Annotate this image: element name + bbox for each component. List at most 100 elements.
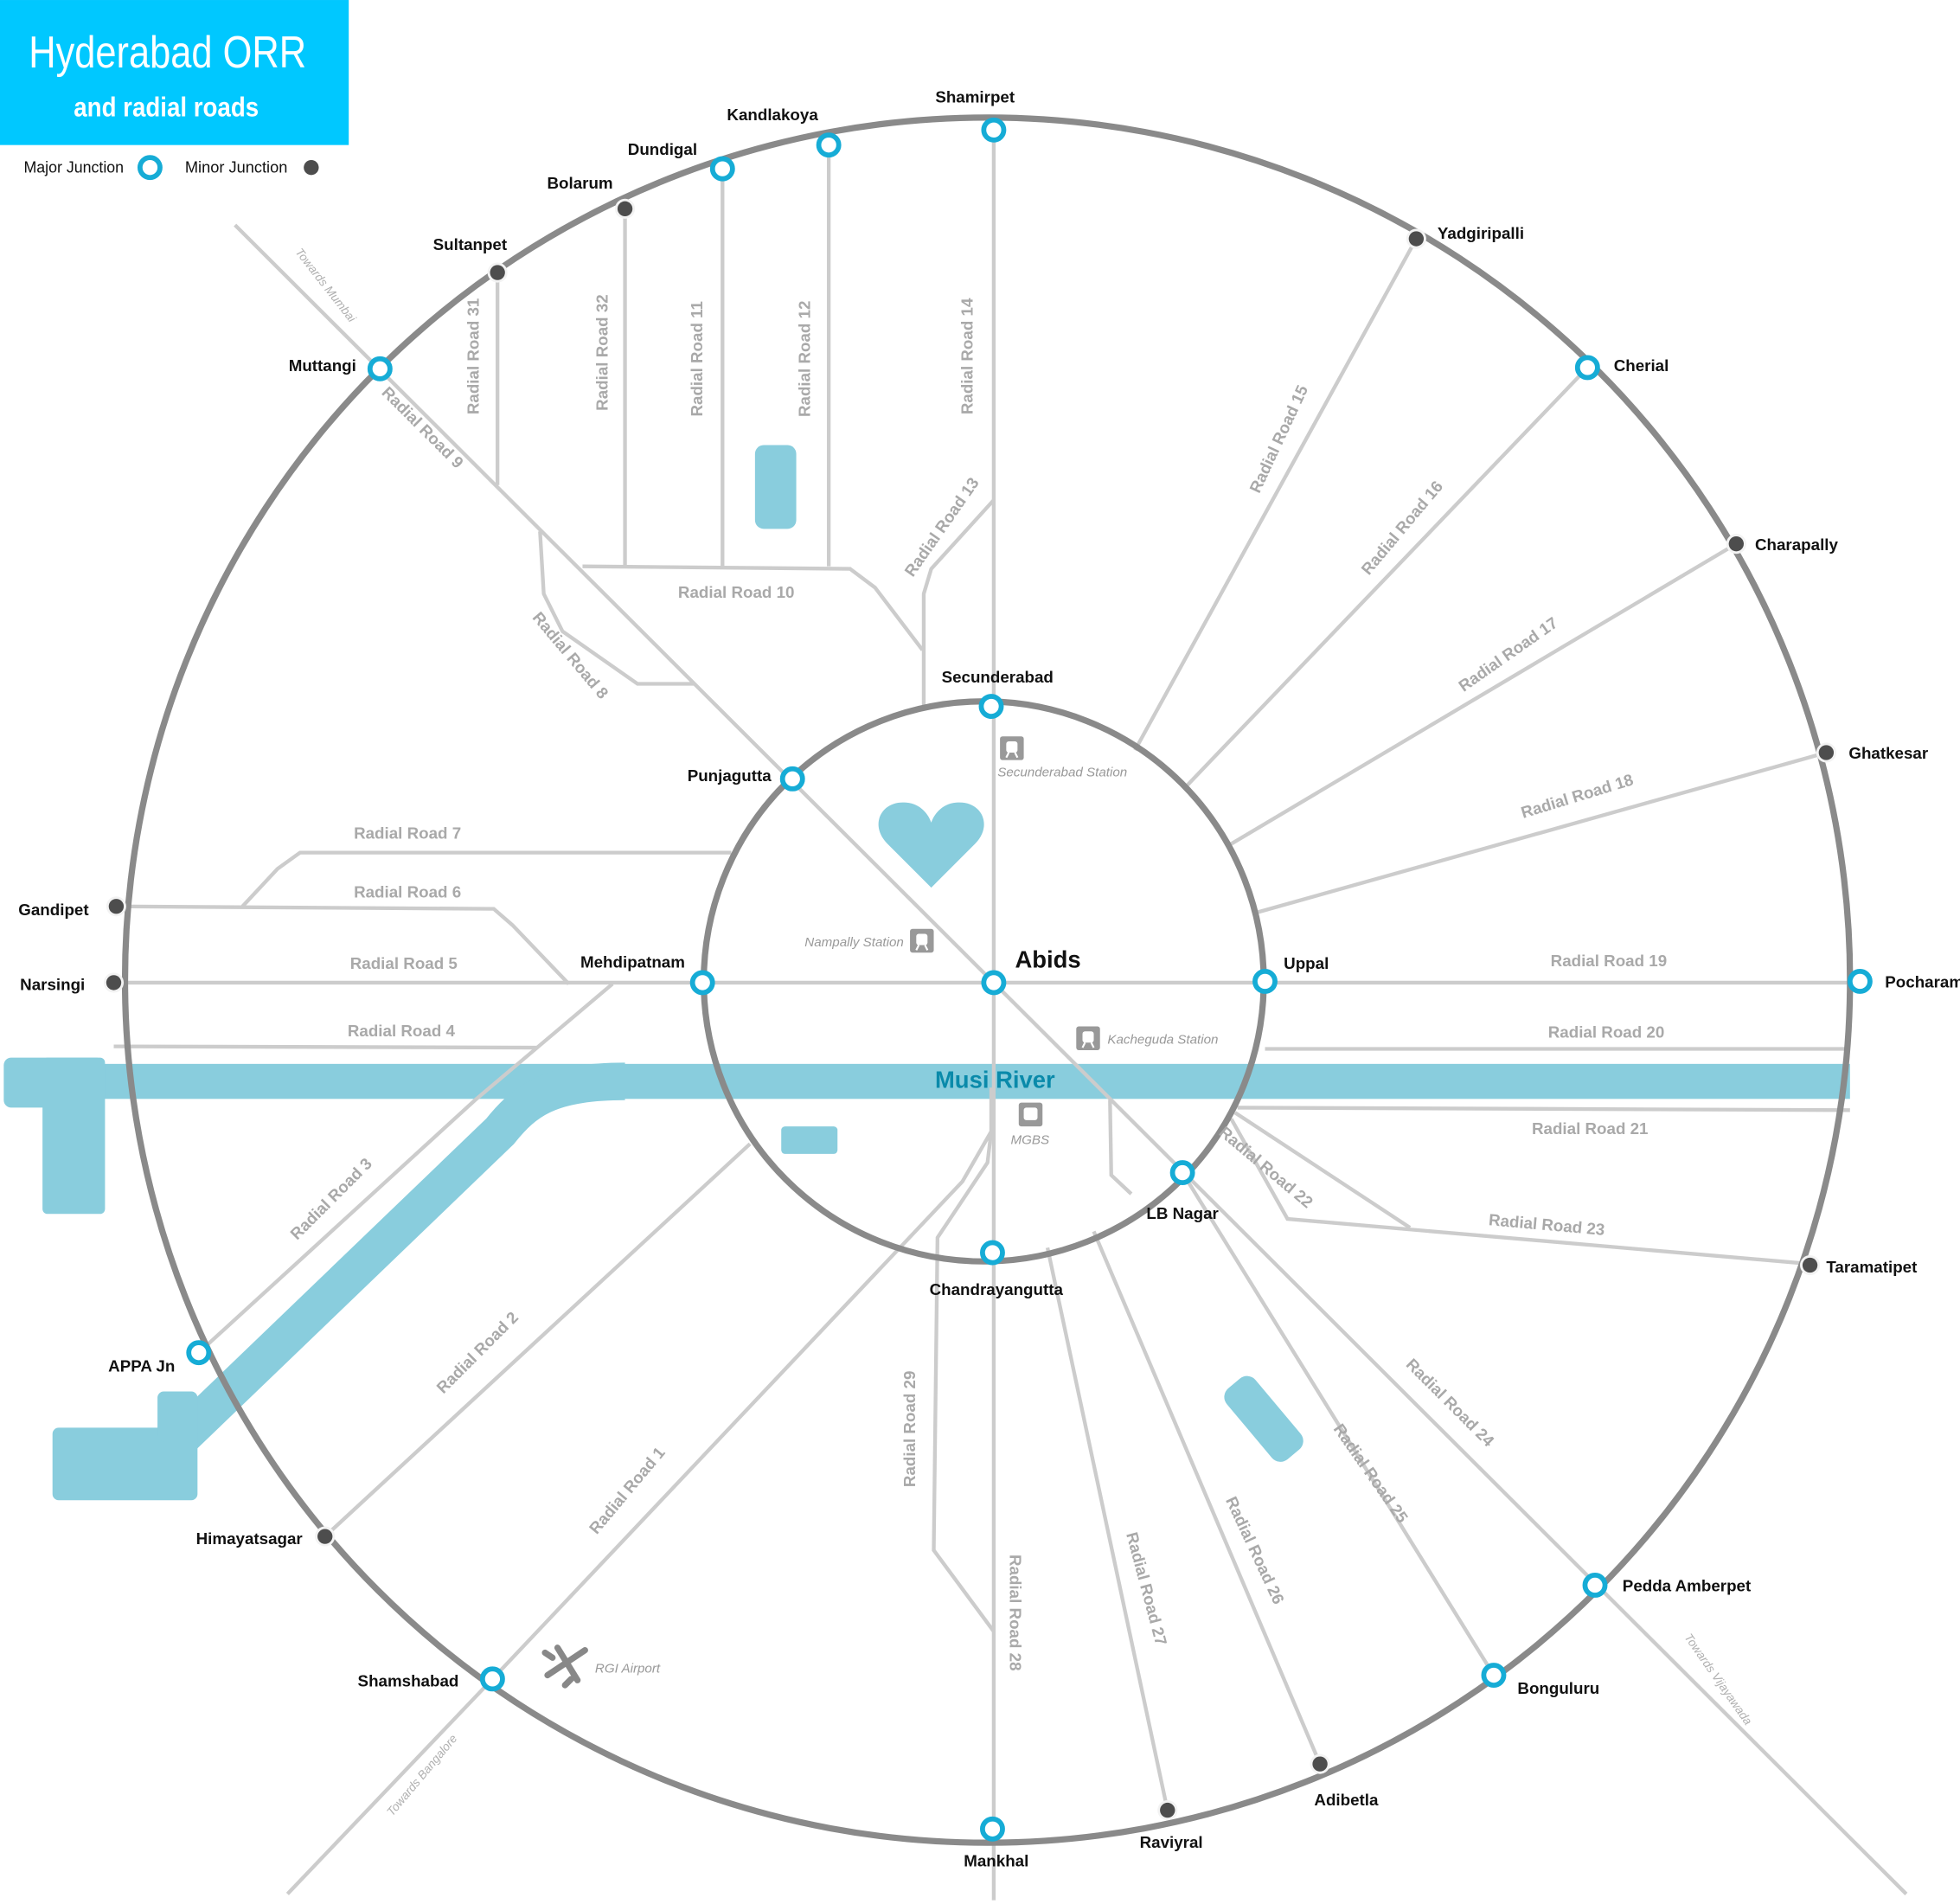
radial-road[interactable] — [285, 1087, 994, 1895]
radial-road[interactable] — [1181, 1171, 1496, 1676]
radial-road[interactable] — [113, 1044, 538, 1050]
header: Hyderabad ORR and radial roads — [0, 0, 349, 145]
minor-junction-icon[interactable] — [106, 975, 122, 990]
radial-road[interactable] — [921, 498, 996, 708]
junction-mehdipatnam[interactable]: Mehdipatnam — [580, 953, 715, 996]
junction-adibetla[interactable]: Adibetla — [1310, 1753, 1379, 1809]
radial-road[interactable] — [1045, 1247, 1169, 1811]
junction-abids[interactable]: Abids — [981, 946, 1081, 996]
junction-himayatsagar[interactable]: Himayatsagar — [196, 1526, 336, 1548]
minor-junction-icon[interactable] — [1408, 231, 1425, 247]
junction-sultanpet[interactable]: Sultanpet — [433, 235, 508, 283]
junction-label: Sultanpet — [433, 235, 508, 253]
junction-appa-jn[interactable]: APPA Jn — [108, 1340, 212, 1375]
junction-shamshabad[interactable]: Shamshabad — [358, 1666, 505, 1692]
junction-narsingi[interactable]: Narsingi — [20, 972, 125, 994]
road-label: Radial Road 26 — [1222, 1494, 1288, 1607]
minor-junction-icon[interactable] — [1160, 1802, 1175, 1818]
radial-road[interactable] — [538, 531, 695, 686]
junction-cherial[interactable]: Cherial — [1574, 355, 1669, 381]
major-junction-icon[interactable] — [1252, 969, 1278, 994]
junction-lb-nagar[interactable]: LB Nagar — [1146, 1160, 1220, 1222]
train-icon — [1000, 736, 1024, 760]
road-label: Radial Road 4 — [348, 1022, 456, 1040]
road-label: Radial Road 11 — [688, 301, 706, 416]
minor-junction-icon[interactable] — [1818, 745, 1835, 760]
landmark-label: RGI Airport — [595, 1662, 661, 1676]
minor-junction-icon[interactable] — [317, 1529, 333, 1544]
junction-dundigal[interactable]: Dundigal — [628, 140, 735, 182]
road-label: Radial Road 24 — [1403, 1355, 1498, 1450]
junction-raviyral[interactable]: Raviyral — [1140, 1800, 1203, 1851]
radial-road[interactable] — [197, 982, 614, 1355]
junction-pocharam[interactable]: Pocharam — [1847, 969, 1960, 994]
heart-lake — [878, 802, 984, 888]
major-junction-icon[interactable] — [981, 970, 1007, 996]
junction-muttangi[interactable]: Muttangi — [289, 356, 393, 381]
junction-label: Mankhal — [964, 1852, 1028, 1870]
road-label: Radial Road 10 — [678, 583, 795, 601]
major-junction-icon[interactable] — [978, 694, 1004, 719]
major-junction-icon[interactable] — [981, 117, 1007, 143]
junction-ghatkesar[interactable]: Ghatkesar — [1816, 742, 1929, 763]
minor-junction-icon[interactable] — [1728, 535, 1744, 552]
junction-label: Ghatkesar — [1848, 744, 1928, 762]
legend-minor-label: Minor Junction — [185, 157, 288, 176]
major-junction-icon[interactable] — [980, 1240, 1005, 1266]
southeast-lake — [1224, 1375, 1303, 1462]
radial-road[interactable] — [932, 1131, 996, 1633]
radial-road[interactable] — [116, 904, 571, 985]
major-junction-icon[interactable] — [1481, 1663, 1507, 1688]
landmark-label: Kacheguda Station — [1107, 1033, 1218, 1048]
minor-junction-icon[interactable] — [1802, 1257, 1818, 1273]
junction-punjagutta[interactable]: Punjagutta — [688, 766, 805, 792]
junction-bonguluru[interactable]: Bonguluru — [1481, 1663, 1599, 1697]
major-junction-icon[interactable] — [709, 156, 735, 182]
major-junction-icon[interactable] — [689, 970, 715, 996]
junction-gandipet[interactable]: Gandipet — [18, 896, 126, 919]
himayatsagar-lake-arm — [157, 1391, 198, 1442]
major-junction-icon[interactable] — [779, 766, 805, 792]
minor-junction-icon[interactable] — [617, 201, 633, 217]
radial-road[interactable] — [1255, 750, 1827, 915]
radial-road[interactable] — [1230, 542, 1738, 846]
towards-label: Towards Bangalore — [384, 1732, 459, 1818]
major-junction-icon[interactable] — [479, 1666, 505, 1692]
major-junction-icon[interactable] — [1169, 1160, 1195, 1186]
junction-label: Taramatipet — [1826, 1258, 1918, 1276]
radial-road[interactable] — [1092, 1230, 1323, 1765]
junction-charapally[interactable]: Charapally — [1726, 534, 1839, 555]
junction-uppal[interactable]: Uppal — [1252, 954, 1329, 994]
radial-road[interactable] — [582, 564, 925, 651]
radial-road[interactable] — [234, 223, 1908, 1895]
junction-kandlakoya[interactable]: Kandlakoya — [727, 106, 842, 158]
radial-road[interactable] — [1183, 366, 1589, 789]
junction-bolarum[interactable]: Bolarum — [547, 174, 636, 219]
major-junction-icon[interactable] — [367, 356, 393, 381]
major-junction-icon[interactable] — [1847, 969, 1873, 994]
radial-road[interactable] — [1133, 237, 1419, 752]
radial-road[interactable] — [240, 850, 732, 908]
junction-label: Chandrayangutta — [930, 1280, 1064, 1298]
road-label: Radial Road 32 — [592, 294, 611, 411]
radial-road[interactable] — [323, 1142, 752, 1538]
radial-road[interactable] — [1233, 1111, 1412, 1229]
major-junction-icon[interactable] — [186, 1340, 212, 1366]
junction-yadgiripalli[interactable]: Yadgiripalli — [1406, 224, 1524, 249]
junction-shamirpet[interactable]: Shamirpet — [935, 88, 1015, 143]
major-junction-icon[interactable] — [1574, 355, 1600, 381]
junction-secunderabad[interactable]: Secunderabad — [942, 668, 1054, 719]
major-junction-icon[interactable] — [816, 132, 842, 158]
major-junction-icon[interactable] — [1582, 1573, 1608, 1598]
junction-mankhal[interactable]: Mankhal — [964, 1816, 1028, 1870]
junction-chandrayangutta[interactable]: Chandrayangutta — [930, 1240, 1064, 1298]
minor-junction-icon[interactable] — [490, 265, 505, 280]
junction-taramatipet[interactable]: Taramatipet — [1800, 1254, 1918, 1276]
radial-road[interactable] — [1237, 1106, 1850, 1112]
junction-pedda-amberpet[interactable]: Pedda Amberpet — [1582, 1573, 1752, 1598]
radial-road[interactable] — [1229, 1118, 1810, 1266]
major-junction-icon[interactable] — [980, 1816, 1005, 1842]
radial-road[interactable] — [1108, 1099, 1133, 1196]
minor-junction-icon[interactable] — [1312, 1756, 1328, 1772]
minor-junction-icon[interactable] — [108, 899, 125, 914]
